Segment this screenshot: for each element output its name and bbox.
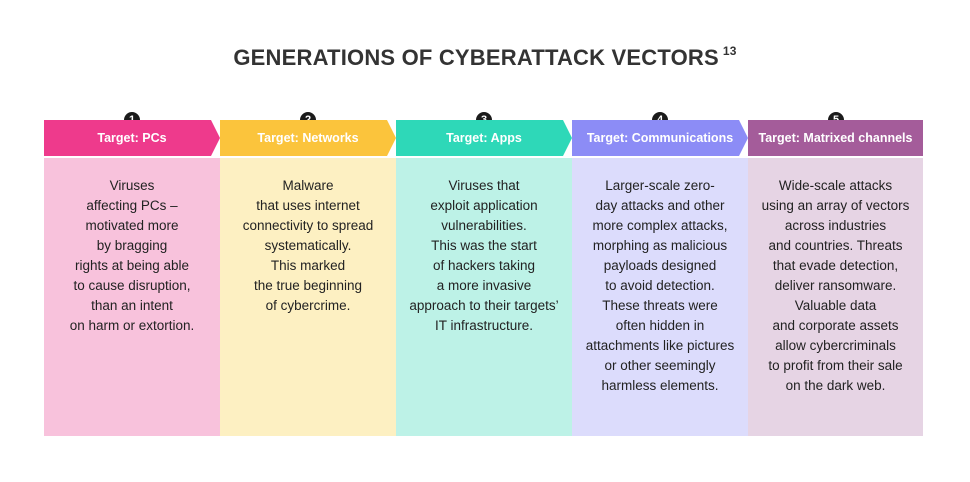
description-line: This was the start [431,238,537,253]
description-line: a more invasive [436,278,532,293]
target-band: Target: PCs [44,120,220,156]
target-label: Target: Communications [586,131,734,145]
description-line: Valuable data [794,298,877,313]
description-line: by bragging [96,238,168,253]
description-line: that evade detection, [772,258,899,273]
description-line: on harm or extortion. [69,318,195,333]
description-text: Malware that uses internet connectivity to… [220,176,396,316]
description-line: exploit application [430,198,538,213]
description-line: vulnerabilities. [441,218,527,233]
description-text: Larger-scale zero-day attacks and other m… [572,176,748,396]
target-label: Target: Networks [257,131,359,145]
description-line: rights at being able [74,258,190,273]
target-label: Target: Matrixed channels [758,131,913,145]
description-line: attachments like pictures [585,338,735,353]
description-line: harmless elements. [601,378,719,393]
title-footnote: 13 [722,44,737,58]
description-line: IT infrastructure. [434,318,534,333]
description-panel: Viruses that exploit application vulnerabi… [396,158,572,436]
target-label: Target: PCs [97,131,167,145]
description-line: allow cybercriminals [775,338,896,353]
description-line: to profit from their sale [768,358,903,373]
description-line: to avoid detection. [605,278,715,293]
description-panel: Viruses affecting PCs – motivated more by b… [44,158,220,436]
description-panel: Malware that uses internet connectivity to… [220,158,396,436]
description-line: Malware [282,178,334,193]
description-text: Viruses affecting PCs – motivated more by b… [44,176,220,336]
description-line: Larger-scale zero- [605,178,715,193]
target-band: Target: Communications [572,120,748,156]
description-line: morphing as malicious [592,238,728,253]
target-band: Target: Networks [220,120,396,156]
description-line: often hidden in [615,318,705,333]
description-line: and countries. Threats [768,238,903,253]
description-line: deliver ransomware. [774,278,897,293]
description-line: across industries [784,218,887,233]
description-text: Wide-scale attacks using an array of vect… [748,176,923,396]
description-line: than an intent [91,298,173,313]
description-line: more complex attacks, [592,218,728,233]
description-line: day attacks and other [595,198,725,213]
description-line: Viruses [109,178,155,193]
description-panel: Larger-scale zero-day attacks and other m… [572,158,748,436]
description-line: of cybercrime. [265,298,351,313]
description-line: approach to their targets’ [409,298,559,313]
description-line: that uses internet [256,198,360,213]
target-label: Target: Apps [446,131,522,145]
generation-column-4: 4 Target: Communications Larger-scale ze… [572,112,748,436]
description-line: motivated more [85,218,179,233]
target-band: Target: Matrixed channels [748,120,923,156]
description-line: on the dark web. [785,378,886,393]
description-line: connectivity to spread [242,218,374,233]
description-line: and corporate assets [772,318,899,333]
description-text: Viruses that exploit application vulnerabi… [396,176,572,336]
description-line: These threats were [602,298,718,313]
description-line: payloads designed [603,258,717,273]
description-line: This marked [270,258,346,273]
description-line: Viruses that [448,178,520,193]
description-panel: Wide-scale attacks using an array of vect… [748,158,923,436]
description-line: or other seemingly [604,358,716,373]
target-band: Target: Apps [396,120,572,156]
description-line: the true beginning [253,278,363,293]
generation-column-5: 5 Target: Matrixed channels Wide-scale a… [748,112,923,436]
description-line: to cause disruption, [73,278,191,293]
description-line: using an array of vectors [761,198,910,213]
title-text: GENERATIONS OF CYBERATTACK VECTORS [233,45,719,70]
description-line: affecting PCs – [86,198,178,213]
description-line: Wide-scale attacks [778,178,893,193]
description-line: systematically. [264,238,352,253]
description-line: of hackers taking [432,258,536,273]
